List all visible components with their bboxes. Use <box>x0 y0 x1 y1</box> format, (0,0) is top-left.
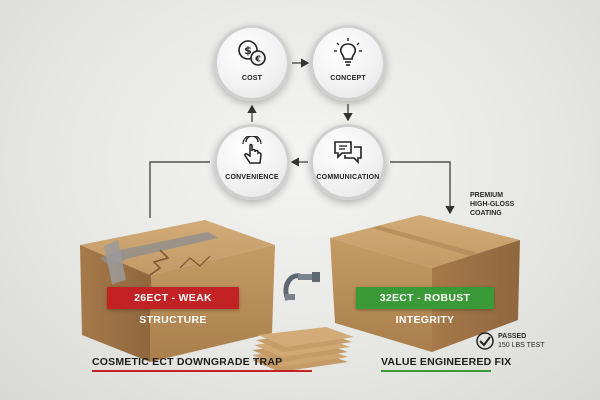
node-cost-label: COST <box>241 75 263 82</box>
cardboard-sheet-stack <box>252 327 354 372</box>
arrow-communication-to-right-box <box>390 161 455 215</box>
lightbulb-icon <box>334 38 362 66</box>
node-convenience-label: CONVENIENCE <box>225 174 279 181</box>
right-caption: VALUE ENGINEERED FIX <box>381 356 512 368</box>
node-cost: $ € COST <box>214 25 290 101</box>
node-concept: CONCEPT <box>310 25 386 101</box>
coating-note-line-1: PREMIUM <box>470 192 504 199</box>
arrow-convenience-to-left-box <box>149 161 210 218</box>
chat-bubbles-icon <box>334 141 362 164</box>
left-caption: COSMETIC ECT DOWNGRADE TRAP <box>92 356 283 368</box>
test-note: PASSED 150 LBS TEST <box>498 332 545 350</box>
svg-text:$: $ <box>244 44 252 57</box>
coating-note: PREMIUM HIGH-GLOSS COATING <box>470 191 514 218</box>
robust-integrity-tag: 32ECT - ROBUST INTEGRITY <box>356 287 494 326</box>
checkmark-badge-icon <box>476 332 494 350</box>
svg-text:€: € <box>254 55 261 64</box>
node-communication: COMMUNICATION <box>310 124 386 200</box>
coating-note-line-3: COATING <box>470 210 502 217</box>
flow-arrows <box>149 58 455 218</box>
left-caption-underline <box>92 370 312 372</box>
right-caption-underline <box>381 370 491 372</box>
test-note-line-1: PASSED <box>498 333 527 340</box>
node-concept-label: CONCEPT <box>330 75 366 82</box>
node-convenience: CONVENIENCE <box>214 124 290 200</box>
currency-coins-icon: $ € <box>238 40 266 66</box>
weak-structure-tag: 26ECT - WEAK STRUCTURE <box>107 287 239 326</box>
touch-hand-icon <box>242 136 262 164</box>
robust-box <box>330 215 520 352</box>
micrometer-icon <box>283 272 320 301</box>
node-communication-label: COMMUNICATION <box>316 174 380 181</box>
test-note-line-2: 150 LBS TEST <box>498 342 545 349</box>
coating-note-line-2: HIGH-GLOSS <box>470 201 515 208</box>
